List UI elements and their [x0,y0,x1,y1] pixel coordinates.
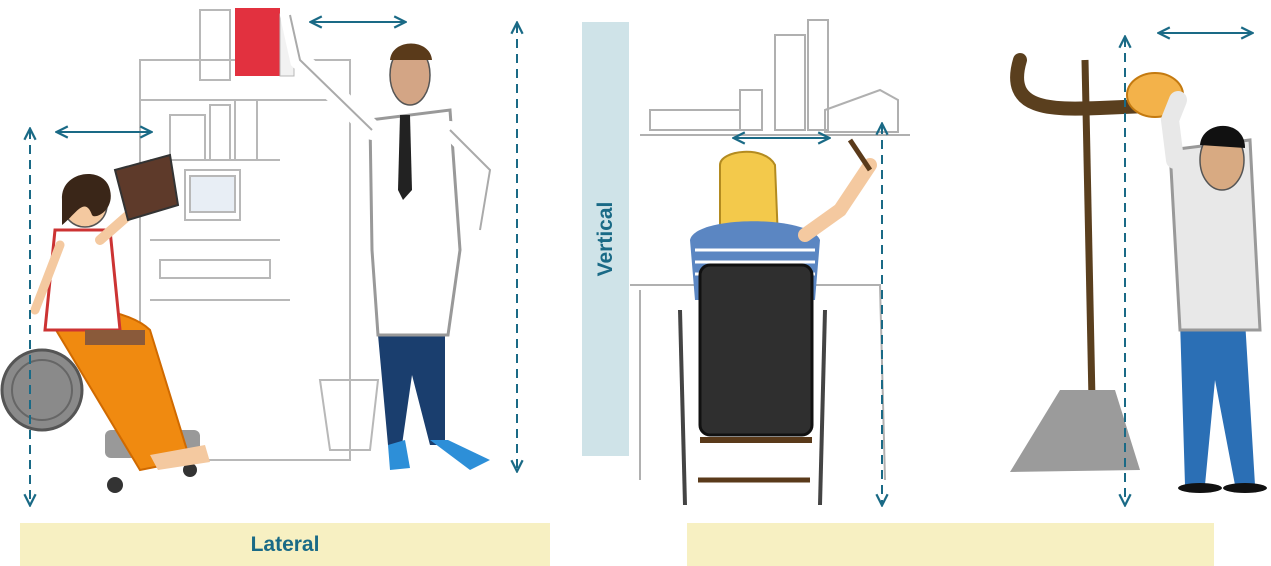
standing-man-figure [290,15,490,470]
lateral-label: Lateral [251,533,320,557]
vertical-scene [580,0,1271,515]
lateral-reach-illustration [0,0,560,515]
lateral-scene [0,0,560,515]
vertical-label-bar: Vertical [582,22,629,456]
right-label-bar [687,523,1214,566]
standing-man-hat-figure [1170,100,1267,493]
office-cabinet [140,10,378,460]
man-in-wheelchair-figure [680,140,870,505]
red-binder [235,8,280,76]
book [115,155,178,220]
coat-stand [1010,60,1170,472]
lateral-label-bar: Lateral [20,523,550,566]
woman-in-wheelchair-figure [2,155,210,493]
vertical-reach-illustration [580,0,1271,515]
vertical-label: Vertical [594,202,618,277]
